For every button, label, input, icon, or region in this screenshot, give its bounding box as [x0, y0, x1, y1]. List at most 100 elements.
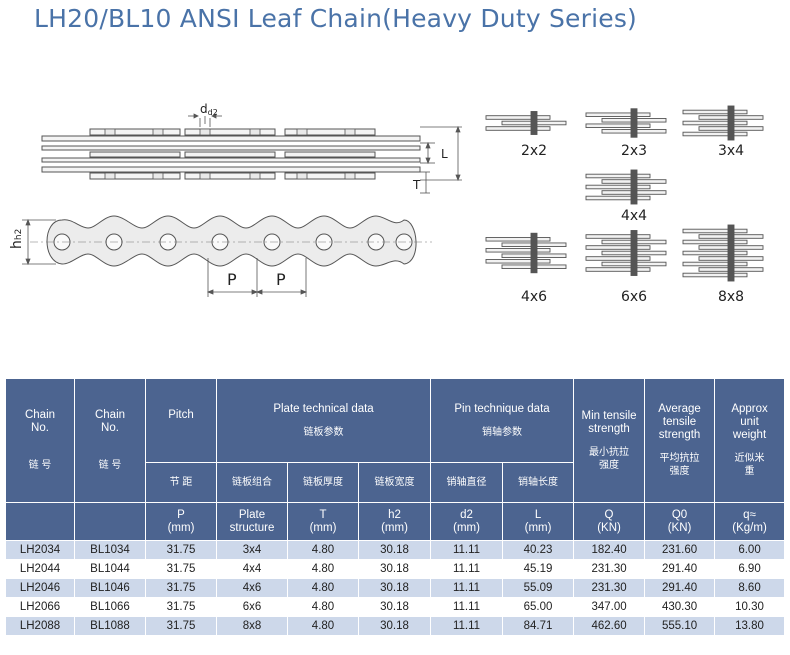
header-plate-structure-cn: 链板组合: [216, 462, 288, 503]
pin-head: [199, 172, 211, 180]
header-chain-no-bl: Chain No.链 号: [74, 378, 146, 503]
lacing-plate: [682, 272, 748, 278]
lacing-pin: [727, 224, 735, 282]
lacing-plate: [585, 173, 651, 179]
cell-t: 4.80: [287, 540, 359, 560]
header-plate-height: h2 (mm): [357, 502, 432, 541]
cell-h2: 30.18: [357, 616, 432, 636]
cell-bl: BL1046: [74, 578, 146, 598]
cell-struct: 4x4: [216, 559, 288, 579]
cell-h2: 30.18: [357, 540, 432, 560]
cell-struct: 4x6: [216, 578, 288, 598]
cell-lh: LH2044: [5, 559, 75, 579]
lacing-plate: [682, 239, 748, 245]
cell-p: 31.75: [145, 616, 217, 636]
cell-bl: BL1088: [74, 616, 146, 636]
lacing-label: 8x8: [718, 289, 744, 305]
header-pitch: Pitch: [145, 378, 217, 463]
cell-struct: 3x4: [216, 540, 288, 560]
cell-q0: 291.40: [644, 559, 716, 579]
cell-p: 31.75: [145, 578, 217, 598]
cell-q: 231.30: [573, 578, 646, 598]
cell-l: 65.00: [502, 597, 575, 617]
chain-top-view: [41, 128, 421, 180]
cell-w: 13.80: [714, 616, 786, 636]
lacing-label: 4x6: [521, 289, 547, 305]
lacing-plate: [682, 131, 748, 137]
lacing-plate: [585, 267, 651, 272]
cell-d2: 11.11: [430, 616, 504, 636]
cell-struct: 8x8: [216, 616, 288, 636]
lacing-plate: [682, 250, 748, 256]
cell-lh: LH2066: [5, 597, 75, 617]
cell-l: 55.09: [502, 578, 575, 598]
cell-p: 31.75: [145, 540, 217, 560]
cell-q: 231.30: [573, 559, 646, 579]
lacing-pin: [630, 230, 638, 276]
cell-p: 31.75: [145, 559, 217, 579]
cell-struct: 6x6: [216, 597, 288, 617]
cell-l: 84.71: [502, 616, 575, 636]
lacing-pin: [530, 111, 538, 135]
pin-head: [344, 172, 356, 180]
lacing-plate: [485, 259, 551, 264]
header-pitch-cn: 节 距: [145, 462, 217, 503]
lacing-plate: [485, 247, 551, 253]
pin-head: [249, 128, 261, 136]
cell-h2: 30.18: [357, 559, 432, 579]
lacing-plate: [485, 126, 551, 131]
header-chain-no-lh: Chain No.链 号: [5, 378, 75, 503]
cell-bl: BL1034: [74, 540, 146, 560]
label-pitch-1: P: [227, 270, 237, 289]
lacing-plate: [682, 228, 748, 234]
pin-head: [249, 172, 261, 180]
chain-side-view: [30, 215, 432, 267]
lacing-plate: [485, 115, 551, 120]
label-L: L: [441, 147, 448, 161]
lacing-label: 2x2: [521, 143, 547, 159]
cell-q: 182.40: [573, 540, 646, 560]
cell-p: 31.75: [145, 597, 217, 617]
pin-head: [344, 128, 356, 136]
lacing-label: 6x6: [621, 289, 647, 305]
cell-q: 462.60: [573, 616, 646, 636]
header-weight-unit: q≈ (Kg/m): [714, 502, 786, 541]
lacing-plate: [585, 112, 651, 117]
pin-head: [152, 172, 164, 180]
pin-head: [104, 172, 116, 180]
pin-head: [296, 172, 308, 180]
cell-q0: 291.40: [644, 578, 716, 598]
cell-bl: BL1044: [74, 559, 146, 579]
header-pin-diameter-cn: 销轴直径: [430, 462, 504, 503]
label-T: T: [412, 178, 421, 192]
lacing-plate: [585, 234, 651, 239]
cell-h2: 30.18: [357, 578, 432, 598]
cell-q0: 555.10: [644, 616, 716, 636]
lacing-plate: [682, 261, 748, 267]
lacing-plate: [485, 236, 551, 242]
header-pin-length: L (mm): [502, 502, 575, 541]
label-pitch-2: P: [276, 270, 286, 289]
lacing-label: 2x3: [621, 143, 647, 159]
cell-h2: 30.18: [357, 597, 432, 617]
lacing-label: 4x4: [621, 208, 647, 224]
cell-q0: 231.60: [644, 540, 716, 560]
lacing-plate: [585, 123, 651, 128]
header-pin-length-cn: 销轴长度: [502, 462, 575, 503]
header-pin-diameter: d2 (mm): [430, 502, 504, 541]
cell-t: 4.80: [287, 597, 359, 617]
cell-d2: 11.11: [430, 559, 504, 579]
header-plate-thickness: T (mm): [287, 502, 359, 541]
cell-t: 4.80: [287, 578, 359, 598]
header-chain-blank-2: [74, 502, 146, 541]
lacing-label: 3x4: [718, 143, 744, 159]
